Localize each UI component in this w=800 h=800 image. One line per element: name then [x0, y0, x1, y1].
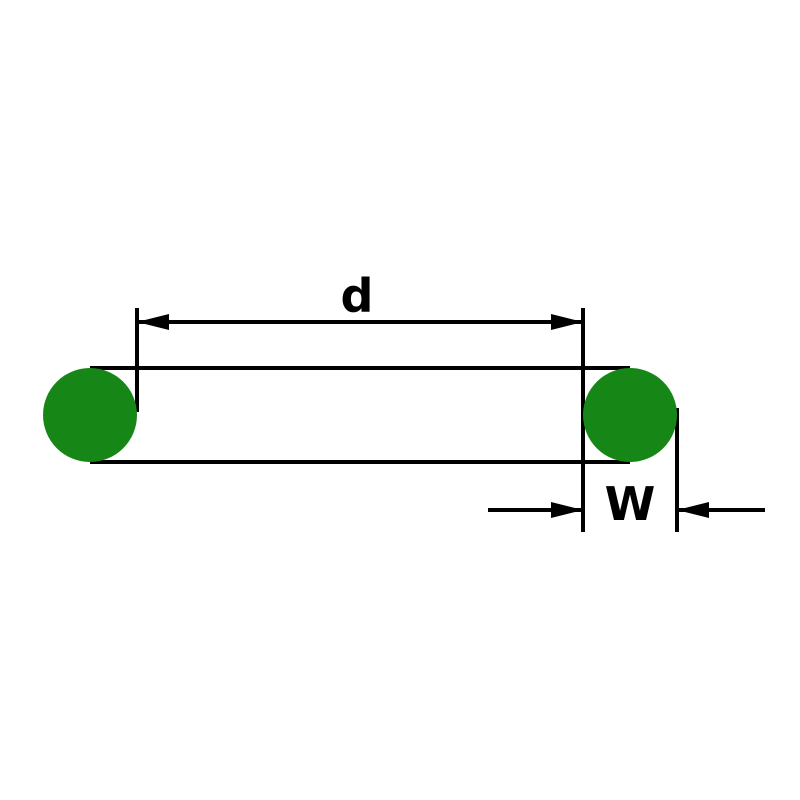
w-arrowhead-right	[677, 502, 709, 518]
d-arrowhead-right	[551, 314, 583, 330]
cross-section-width-label: W	[605, 477, 656, 531]
left-ring-cross-section	[43, 368, 137, 462]
dimension-labels: d W	[341, 269, 656, 531]
d-arrowhead-left	[137, 314, 169, 330]
right-ring-cross-section	[583, 368, 677, 462]
inner-diameter-label: d	[341, 269, 374, 323]
diagram-lines	[90, 308, 765, 532]
w-arrowhead-left	[551, 502, 583, 518]
arrowheads	[137, 314, 709, 518]
